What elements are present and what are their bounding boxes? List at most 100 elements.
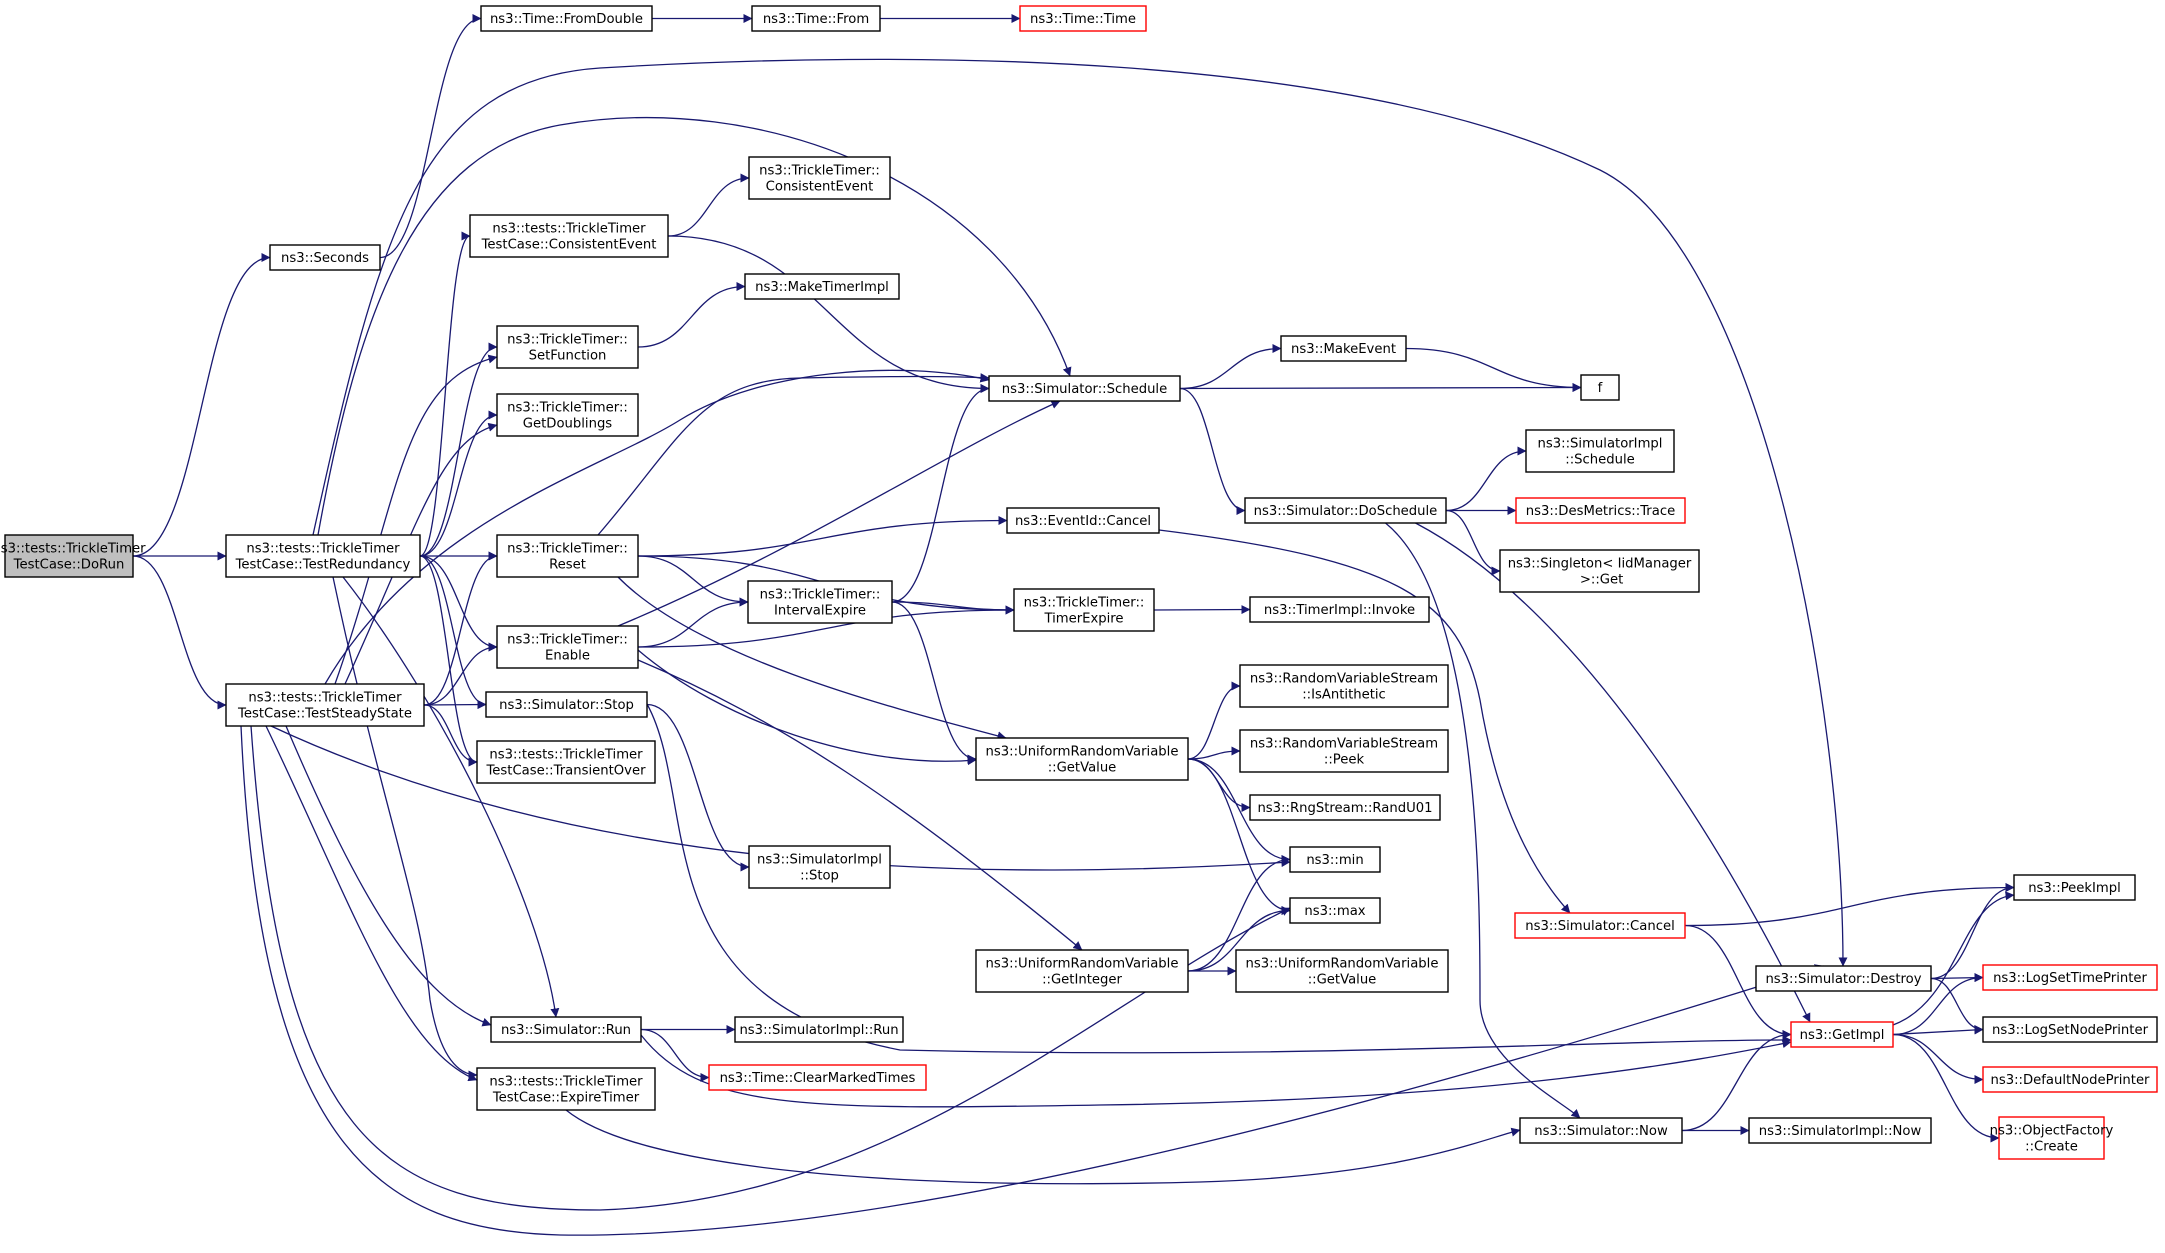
- node-box-ObjectFactoryCreate: [1998, 1116, 2105, 1160]
- edge-TCConsistentEvent-to-Schedule: [667, 235, 990, 393]
- node-SimRun[interactable]: ns3::Simulator::Run: [490, 1016, 642, 1043]
- node-label-PeekImpl-0: ns3::PeekImpl: [2028, 881, 2121, 896]
- node-ClearMarkedTimes[interactable]: ns3::Time::ClearMarkedTimes: [708, 1064, 927, 1091]
- node-SimImplSchedule[interactable]: ns3::SimulatorImpl::Schedule: [1525, 429, 1675, 473]
- node-RandU01[interactable]: ns3::RngStream::RandU01: [1249, 794, 1441, 821]
- node-GetImpl[interactable]: ns3::GetImpl: [1790, 1021, 1894, 1048]
- node-TimeTime[interactable]: ns3::Time::Time: [1019, 5, 1147, 32]
- node-label-SingletonGet-1: >::Get: [1576, 573, 1624, 588]
- node-TimerExpire[interactable]: ns3::TrickleTimer::TimerExpire: [1013, 588, 1155, 632]
- edge-Schedule-to-MakeEvent: [1179, 344, 1282, 390]
- node-box-URVGetValue2: [1235, 949, 1449, 993]
- node-box-SimImplRun: [734, 1016, 904, 1043]
- node-label-ClearMarkedTimes-0: ns3::Time::ClearMarkedTimes: [720, 1071, 916, 1086]
- node-max[interactable]: ns3::max: [1289, 897, 1381, 924]
- node-TCConsistentEvent[interactable]: ns3::tests::TrickleTimerTestCase::Consis…: [469, 214, 669, 258]
- node-From[interactable]: ns3::Time::From: [751, 5, 881, 32]
- node-label-IsAntithetic-1: ::IsAntithetic: [1302, 688, 1386, 703]
- node-label-IntervalExpire-0: ns3::TrickleTimer::: [760, 588, 881, 603]
- node-box-PeekImpl: [2013, 874, 2136, 901]
- node-label-MakeTimerImpl-0: ns3::MakeTimerImpl: [755, 280, 889, 295]
- node-box-From: [751, 5, 881, 32]
- node-SimNow[interactable]: ns3::Simulator::Now: [1519, 1117, 1683, 1144]
- node-LogSetNodePrinter[interactable]: ns3::LogSetNodePrinter: [1982, 1016, 2158, 1043]
- node-box-min: [1289, 846, 1381, 873]
- node-FromDouble[interactable]: ns3::Time::FromDouble: [480, 5, 653, 32]
- node-DesMetrics[interactable]: ns3::DesMetrics::Trace: [1515, 497, 1686, 524]
- node-Reset[interactable]: ns3::TrickleTimer::Reset: [496, 534, 639, 578]
- node-SimImplNow[interactable]: ns3::SimulatorImpl::Now: [1748, 1117, 1932, 1144]
- node-box-TestRedundancy: [225, 534, 421, 578]
- node-label-SimImplSchedule-0: ns3::SimulatorImpl: [1538, 437, 1663, 452]
- node-label-GetDoublings-0: ns3::TrickleTimer::: [507, 401, 628, 416]
- node-IntervalExpire[interactable]: ns3::TrickleTimer::IntervalExpire: [747, 580, 893, 624]
- node-SimImplRun[interactable]: ns3::SimulatorImpl::Run: [734, 1016, 904, 1043]
- edge-Schedule-to-f: [1179, 383, 1582, 393]
- node-URVGetValue[interactable]: ns3::UniformRandomVariable::GetValue: [975, 737, 1189, 781]
- node-label-GetDoublings-1: GetDoublings: [523, 417, 613, 432]
- node-f[interactable]: f: [1580, 374, 1620, 401]
- node-PeekImpl[interactable]: ns3::PeekImpl: [2013, 874, 2136, 901]
- node-layer: ns3::tests::TrickleTimerTestCase::DoRunn…: [0, 5, 2158, 1160]
- node-box-URVGetValue: [975, 737, 1189, 781]
- node-label-DoSchedule-0: ns3::Simulator::DoSchedule: [1254, 504, 1438, 519]
- node-Peek[interactable]: ns3::RandomVariableStream::Peek: [1239, 729, 1449, 773]
- node-TransientOver[interactable]: ns3::tests::TrickleTimerTestCase::Transi…: [476, 740, 656, 784]
- node-Destroy[interactable]: ns3::Simulator::Destroy: [1755, 965, 1932, 992]
- node-label-Enable-1: Enable: [545, 649, 590, 664]
- node-GetInteger[interactable]: ns3::UniformRandomVariable::GetInteger: [975, 949, 1189, 993]
- node-label-Reset-1: Reset: [549, 558, 586, 573]
- node-MakeTimerImpl[interactable]: ns3::MakeTimerImpl: [744, 273, 900, 300]
- node-SimCancel[interactable]: ns3::Simulator::Cancel: [1514, 912, 1686, 939]
- edge-TCConsistentEvent-to-TTConsistentEvent: [667, 173, 750, 237]
- node-label-TTConsistentEvent-1: ConsistentEvent: [766, 180, 874, 195]
- node-SetFunction[interactable]: ns3::TrickleTimer::SetFunction: [496, 325, 639, 369]
- node-ObjectFactoryCreate[interactable]: ns3::ObjectFactory::Create: [1990, 1116, 2114, 1160]
- node-URVGetValue2[interactable]: ns3::UniformRandomVariable::GetValue: [1235, 949, 1449, 993]
- edge-DoRun-to-Seconds: [132, 253, 271, 557]
- node-box-GetDoublings: [496, 393, 639, 437]
- node-label-URVGetValue-1: ::GetValue: [1048, 761, 1117, 776]
- edge-Enable-to-TimerExpire: [637, 605, 1015, 648]
- node-MakeEvent[interactable]: ns3::MakeEvent: [1280, 335, 1407, 362]
- node-DefaultNodePrinter[interactable]: ns3::DefaultNodePrinter: [1982, 1066, 2158, 1093]
- node-SingletonGet[interactable]: ns3::Singleton< IidManager >::Get: [1499, 549, 1700, 593]
- node-IsAntithetic[interactable]: ns3::RandomVariableStream::IsAntithetic: [1239, 664, 1449, 708]
- node-box-GetInteger: [975, 949, 1189, 993]
- node-box-max: [1289, 897, 1381, 924]
- node-label-MakeEvent-0: ns3::MakeEvent: [1291, 342, 1396, 357]
- node-TestSteadyState[interactable]: ns3::tests::TrickleTimerTestCase::TestSt…: [225, 683, 425, 727]
- node-label-TestRedundancy-0: ns3::tests::TrickleTimer: [246, 542, 400, 557]
- node-label-Seconds-0: ns3::Seconds: [281, 251, 369, 266]
- node-Invoke[interactable]: ns3::TimerImpl::Invoke: [1249, 596, 1430, 623]
- node-EventIdCancel[interactable]: ns3::EventId::Cancel: [1006, 507, 1160, 534]
- node-ExpireTimer[interactable]: ns3::tests::TrickleTimerTestCase::Expire…: [476, 1067, 656, 1111]
- node-box-SingletonGet: [1499, 549, 1700, 593]
- node-SimStop[interactable]: ns3::Simulator::Stop: [485, 691, 648, 718]
- node-Seconds[interactable]: ns3::Seconds: [269, 244, 381, 271]
- node-box-TimeTime: [1019, 5, 1147, 32]
- edge-IntervalExpire-to-Schedule: [891, 384, 990, 603]
- edge-URVGetValue-to-min: [1187, 758, 1291, 864]
- node-box-GetImpl: [1790, 1021, 1894, 1048]
- node-label-LogSetNodePrinter-0: ns3::LogSetNodePrinter: [1992, 1023, 2149, 1038]
- node-SimImplStop[interactable]: ns3::SimulatorImpl::Stop: [748, 845, 891, 889]
- node-LogSetTimePrinter[interactable]: ns3::LogSetTimePrinter: [1982, 964, 2158, 991]
- edge-TestSteadyState-to-SimRun: [285, 725, 492, 1027]
- node-label-GetInteger-0: ns3::UniformRandomVariable: [986, 957, 1179, 972]
- node-label-TransientOver-0: ns3::tests::TrickleTimer: [489, 748, 643, 763]
- node-Enable[interactable]: ns3::TrickleTimer::Enable: [496, 625, 639, 669]
- node-GetDoublings[interactable]: ns3::TrickleTimer::GetDoublings: [496, 393, 639, 437]
- node-label-DoRun-0: ns3::tests::TrickleTimer: [0, 542, 146, 557]
- node-label-EventIdCancel-0: ns3::EventId::Cancel: [1015, 514, 1151, 529]
- node-TestRedundancy[interactable]: ns3::tests::TrickleTimerTestCase::TestRe…: [225, 534, 421, 578]
- edge-DoSchedule-to-SimImplSchedule: [1445, 446, 1527, 512]
- node-Schedule[interactable]: ns3::Simulator::Schedule: [988, 375, 1181, 402]
- node-TTConsistentEvent[interactable]: ns3::TrickleTimer::ConsistentEvent: [748, 156, 891, 200]
- node-min[interactable]: ns3::min: [1289, 846, 1381, 873]
- edge-SimStop-to-SimImplStop: [646, 703, 750, 872]
- edge-Enable-to-IntervalExpire: [637, 597, 749, 648]
- node-box-ClearMarkedTimes: [708, 1064, 927, 1091]
- node-DoSchedule[interactable]: ns3::Simulator::DoSchedule: [1244, 497, 1447, 524]
